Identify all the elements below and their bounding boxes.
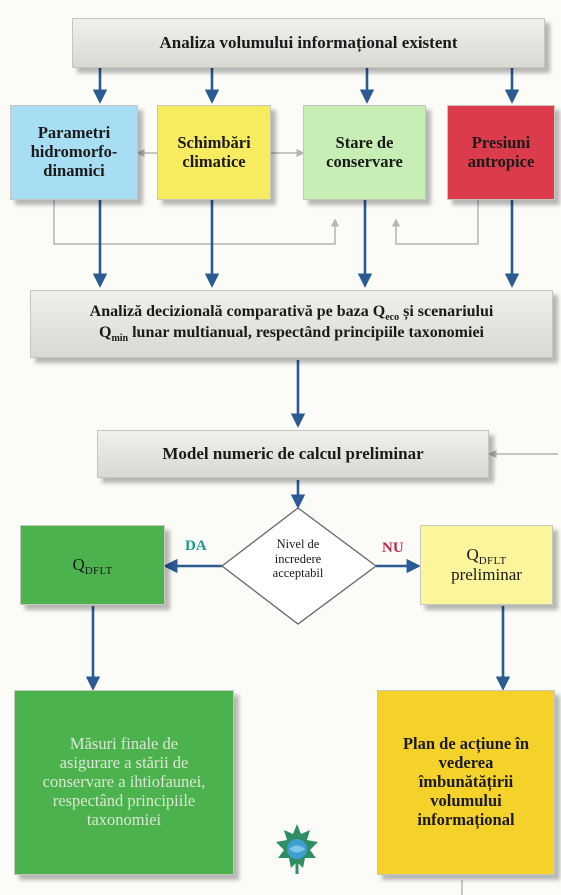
q-preliminary-subscript: DFLT	[478, 555, 507, 568]
decision-diamond	[220, 507, 378, 625]
q-final-symbol: Q	[72, 555, 85, 575]
q-min-subscript: min	[111, 333, 129, 345]
action-plan-line2: vederea	[438, 753, 494, 773]
presiuni-line2: antropice	[467, 151, 535, 171]
analysis-line2: Qmin lunar multianual, respectând princi…	[90, 324, 494, 345]
final-measures-box: Măsuri finale de asigurare a stării de c…	[14, 690, 234, 875]
action-plan-box: Plan de acțiune în vederea îmbunătățirii…	[377, 690, 555, 875]
feedback-lines	[53, 148, 558, 895]
anthropic-pressures-box: Presiuni antropice	[447, 105, 555, 200]
parametri-line2: hidromorfo-	[30, 142, 118, 162]
flow-arrows	[85, 68, 520, 691]
comparative-analysis-bar: Analiză decizională comparativă pe baza …	[30, 290, 553, 358]
q-eco-subscript: eco	[385, 312, 400, 324]
presiuni-line1: Presiuni	[471, 132, 531, 152]
analysis-line1-suffix: și scenariului	[399, 303, 494, 321]
existing-info-analysis-bar: Analiza volumului informațional existent	[72, 18, 545, 68]
final-measures-line2: asigurare a stării de	[59, 753, 189, 773]
schimbari-line2: climatice	[182, 151, 246, 171]
q-dflt-final-box: QDFLT	[20, 525, 165, 605]
leaf-logo-icon	[276, 824, 318, 874]
analysis-line2-suffix: lunar multianual, respectând principiile…	[128, 324, 484, 341]
stare-line1: Stare de	[335, 132, 394, 152]
numeric-model-bar: Model numeric de calcul preliminar	[97, 430, 489, 478]
decision-line1: Nivel de	[276, 537, 320, 552]
analysis-line1: Analiză decizională comparativă pe baza …	[90, 303, 494, 324]
decision-question: Nivel de incredere acceptabil	[250, 530, 346, 588]
stare-line2: conservare	[326, 151, 403, 171]
action-plan-line4: volumului	[430, 790, 502, 810]
conservation-status-box: Stare de conservare	[303, 105, 426, 200]
q-preliminary-label: preliminar	[451, 565, 522, 584]
existing-info-analysis-label: Analiza volumului informațional existent	[159, 33, 458, 53]
final-measures-line4: respectând principiile	[52, 790, 196, 810]
parametri-line1: Parametri	[37, 123, 111, 143]
schimbari-line1: Schimbări	[177, 132, 251, 152]
parametri-line3: dinamici	[43, 160, 105, 180]
q-final-subscript: DFLT	[84, 565, 113, 578]
climate-change-box: Schimbări climatice	[157, 105, 271, 200]
numeric-model-label: Model numeric de calcul preliminar	[162, 444, 424, 464]
action-plan-line3: îmbunătățirii	[418, 772, 514, 792]
hydromorphodynamic-parameters-box: Parametri hidromorfo- dinamici	[10, 105, 138, 200]
no-label: NU	[382, 540, 404, 556]
q-dflt-preliminary-box: QDFLT preliminar	[420, 525, 553, 605]
analysis-line1-prefix: Analiză decizională comparativă pe baza …	[89, 303, 386, 321]
action-plan-line5: informațional	[417, 809, 515, 829]
q-preliminary-symbol: Q	[466, 545, 479, 565]
final-measures-line1: Măsuri finale de	[69, 734, 179, 754]
decision-line2: incredere	[274, 551, 322, 566]
yes-label: DA	[185, 538, 207, 554]
decision-line3: acceptabil	[272, 566, 324, 581]
final-measures-line5: taxonomiei	[86, 809, 162, 829]
analysis-line2-prefix: Q	[98, 324, 112, 341]
final-measures-line3: conservare a ihtiofaunei,	[42, 772, 206, 792]
action-plan-line1: Plan de acțiune în	[402, 734, 530, 754]
